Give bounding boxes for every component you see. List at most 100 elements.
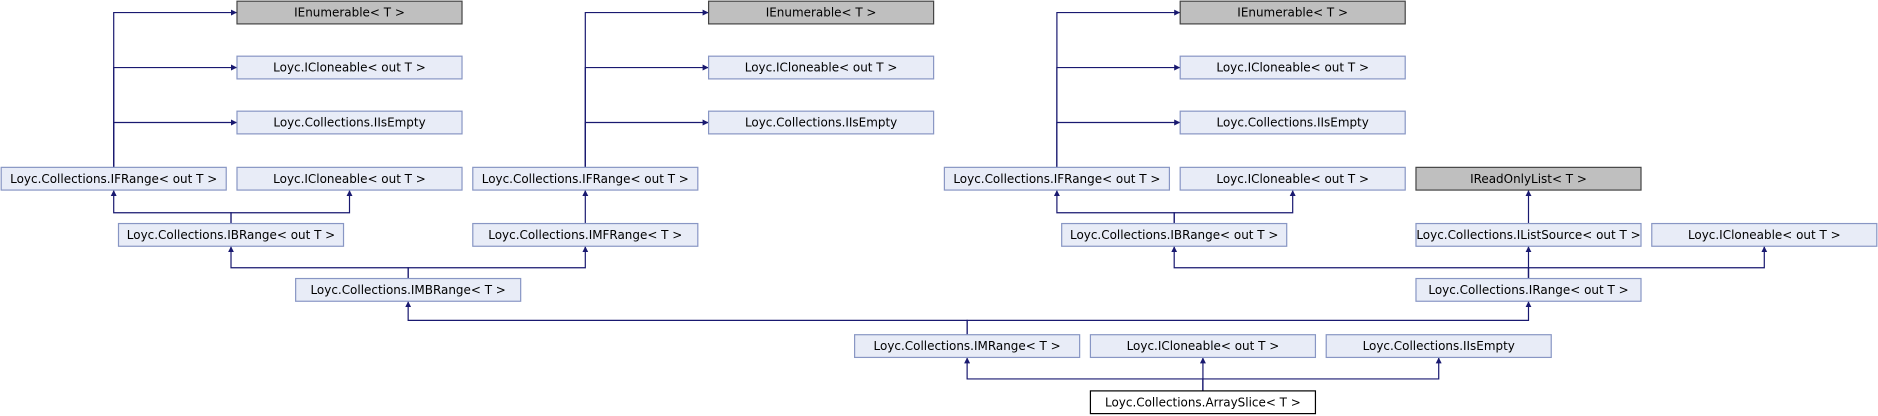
node-label: IEnumerable< T > [766,6,877,20]
node-box [472,222,699,247]
node-label: IReadOnlyList< T > [1470,172,1587,186]
node-ibrange1[interactable]: Loyc.Collections.IBRange< out T > [117,222,345,247]
node-iclone2[interactable]: Loyc.ICloneable< out T > [236,166,463,191]
node-ifrange2[interactable]: Loyc.Collections.IFRange< out T > [472,166,699,191]
node-iclone3[interactable]: Loyc.ICloneable< out T > [707,55,935,80]
node-label: Loyc.ICloneable< out T > [1216,172,1369,186]
node-box [472,166,699,191]
node-label: Loyc.Collections.IRange< out T > [1428,283,1628,297]
node-iclone1[interactable]: Loyc.ICloneable< out T > [236,55,463,80]
node-box [1415,277,1642,302]
node-box [1415,166,1642,191]
node-label: Loyc.Collections.IMFRange< T > [488,228,682,242]
node-isempty4[interactable]: Loyc.Collections.IIsEmpty [1325,334,1552,359]
node-isempty2[interactable]: Loyc.Collections.IIsEmpty [707,110,935,135]
edge-ifrange3-to-iclone4 [1056,64,1181,168]
node-ienum1[interactable]: IEnumerable< T > [236,0,463,25]
edge-imrange-to-imbrange [405,301,968,335]
edge-ifrange2-to-isempty2 [584,119,709,168]
node-label: Loyc.ICloneable< out T > [745,61,898,75]
node-box [1179,55,1406,80]
node-ifrange1[interactable]: Loyc.Collections.IFRange< out T > [0,166,227,191]
node-box [1061,222,1288,247]
edge-ibrange2-to-ifrange3 [1053,190,1175,224]
node-label: Loyc.ICloneable< out T > [1688,228,1841,242]
node-box [1089,390,1317,415]
node-box [943,166,1171,191]
node-box [707,0,935,25]
node-label: Loyc.Collections.IListSource< out T > [1416,228,1640,242]
node-ienum2[interactable]: IEnumerable< T > [707,0,935,25]
node-imbrange[interactable]: Loyc.Collections.IMBRange< T > [295,277,522,302]
edge-arrayslice-to-imrange [964,357,1204,391]
node-irange[interactable]: Loyc.Collections.IRange< out T > [1415,277,1642,302]
node-box [1415,222,1642,247]
node-label: Loyc.Collections.IMRange< T > [874,339,1061,353]
node-label: Loyc.Collections.IBRange< out T > [1070,228,1278,242]
node-label: Loyc.ICloneable< out T > [1216,61,1369,75]
node-ireadonlylist[interactable]: IReadOnlyList< T > [1415,166,1642,191]
node-iclone6[interactable]: Loyc.ICloneable< out T > [1651,222,1878,247]
edge-ifrange3-to-ienum3 [1056,9,1181,168]
node-label: Loyc.Collections.IMBRange< T > [310,283,505,297]
edge-imbrange-to-ibrange1 [228,246,409,279]
node-label: Loyc.Collections.IFRange< out T > [10,172,217,186]
edge-irange-to-ibrange2 [1171,246,1530,279]
node-box [236,0,463,25]
node-iclone5[interactable]: Loyc.ICloneable< out T > [1179,166,1406,191]
node-label: Loyc.Collections.IBRange< out T > [127,228,335,242]
node-isempty1[interactable]: Loyc.Collections.IIsEmpty [236,110,463,135]
edge-ibrange1-to-iclone2 [230,190,353,224]
edge-ifrange2-to-ienum2 [584,9,709,168]
edge-ifrange2-to-iclone3 [584,64,709,168]
node-box [236,55,463,80]
node-imfrange[interactable]: Loyc.Collections.IMFRange< T > [472,222,699,247]
node-box [1089,334,1317,359]
edge-ifrange1-to-iclone1 [113,64,237,168]
node-ilistsource[interactable]: Loyc.Collections.IListSource< out T > [1415,222,1642,247]
node-label: Loyc.Collections.IIsEmpty [745,116,897,130]
node-imrange[interactable]: Loyc.Collections.IMRange< T > [854,334,1081,359]
node-label: Loyc.ICloneable< out T > [1127,339,1280,353]
node-box [117,222,345,247]
node-label: IEnumerable< T > [294,6,405,20]
node-box [1325,334,1552,359]
node-iclone7[interactable]: Loyc.ICloneable< out T > [1089,334,1317,359]
node-box [0,166,227,191]
node-box [707,110,935,135]
node-label: Loyc.Collections.IIsEmpty [1363,339,1515,353]
node-isempty3[interactable]: Loyc.Collections.IIsEmpty [1179,110,1406,135]
node-label: Loyc.ICloneable< out T > [273,172,426,186]
node-label: Loyc.Collections.IFRange< out T > [953,172,1160,186]
node-iclone4[interactable]: Loyc.ICloneable< out T > [1179,55,1406,80]
node-box [1179,110,1406,135]
edge-arrayslice-to-isempty4 [1202,357,1442,391]
edges-layer [110,9,1768,391]
node-box [236,110,463,135]
edge-imrange-to-irange [966,301,1532,335]
edge-ibrange2-to-iclone5 [1173,190,1296,224]
node-label: Loyc.Collections.IIsEmpty [273,116,425,130]
edge-ifrange1-to-isempty1 [113,119,237,168]
node-box [295,277,522,302]
node-ibrange2[interactable]: Loyc.Collections.IBRange< out T > [1061,222,1288,247]
node-box [707,55,935,80]
node-ifrange3[interactable]: Loyc.Collections.IFRange< out T > [943,166,1171,191]
node-label: Loyc.ICloneable< out T > [273,61,426,75]
node-arrayslice: Loyc.Collections.ArraySlice< T > [1089,390,1317,415]
edge-ibrange1-to-ifrange1 [110,190,232,224]
node-box [1179,0,1406,25]
node-label: Loyc.Collections.IIsEmpty [1217,116,1369,130]
edge-ifrange3-to-isempty3 [1056,119,1181,168]
node-ienum3[interactable]: IEnumerable< T > [1179,0,1406,25]
edge-imbrange-to-imfrange [407,246,589,279]
edge-ifrange1-to-ienum1 [113,9,237,168]
node-box [854,334,1081,359]
node-label: Loyc.Collections.ArraySlice< T > [1105,395,1301,409]
edge-irange-to-iclone6 [1527,246,1768,279]
node-box [236,166,463,191]
node-label: Loyc.Collections.IFRange< out T > [482,172,689,186]
node-box [1651,222,1878,247]
